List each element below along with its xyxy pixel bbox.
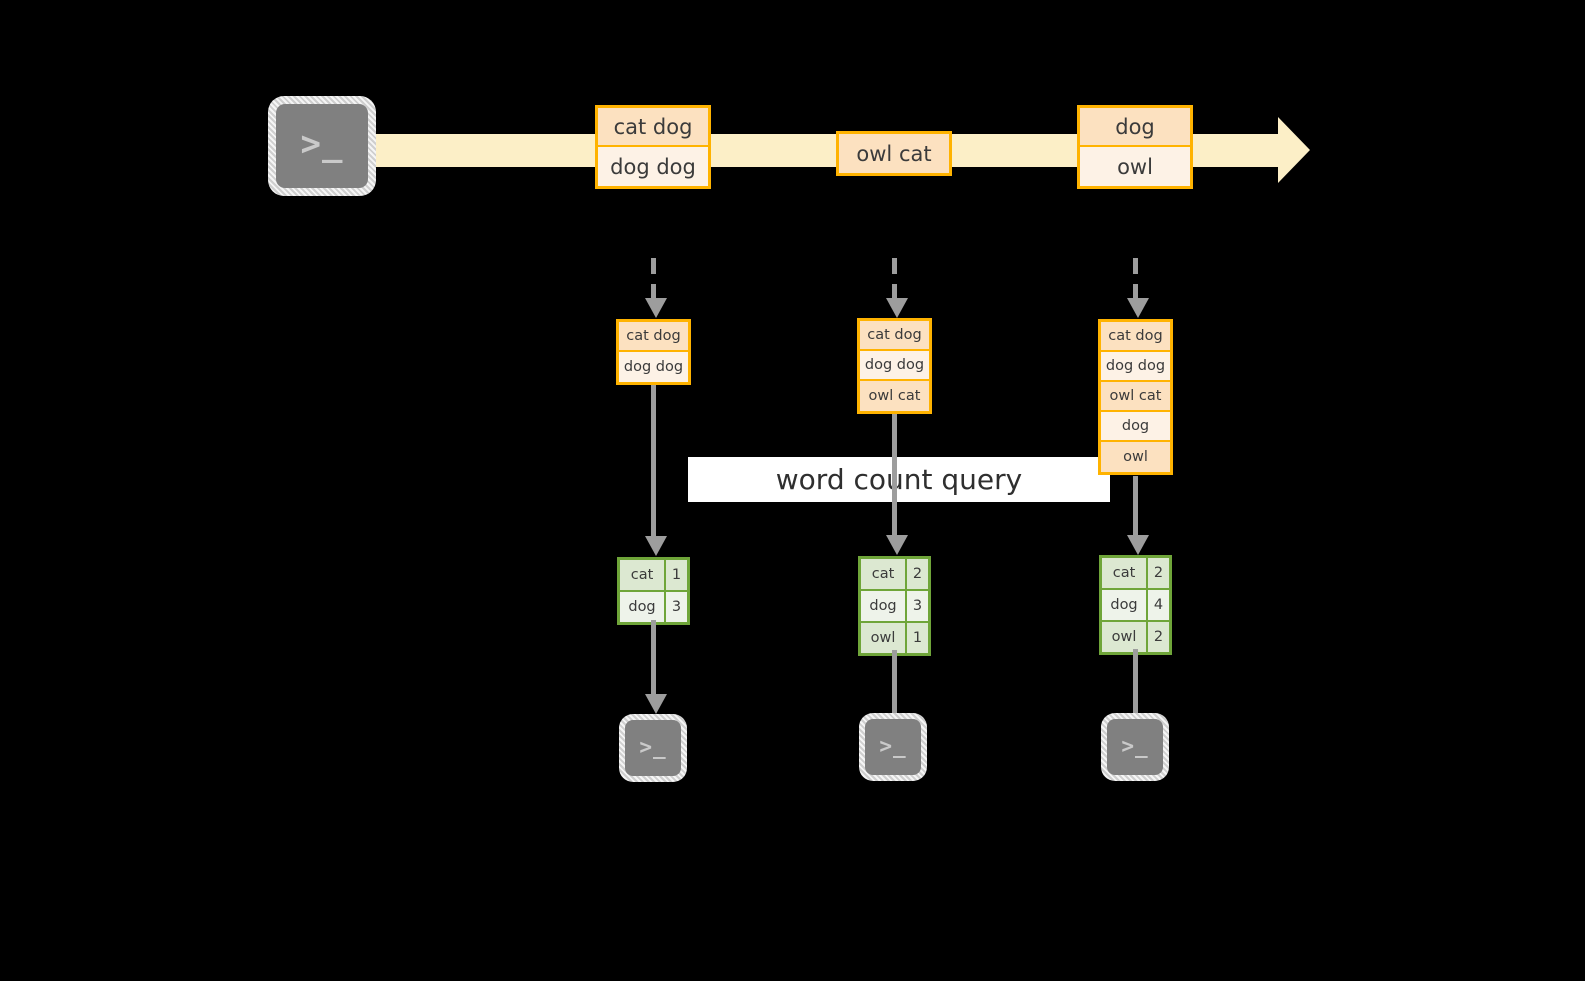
query-arrow-line-2 <box>892 414 897 537</box>
window-2-line-1: cat dog <box>860 321 929 351</box>
stream-event-3-line-2: owl <box>1080 147 1190 186</box>
window-2-line-2: dog dog <box>860 351 929 381</box>
dashed-arrow-down-icon-2 <box>892 258 897 300</box>
terminal-screen <box>865 719 921 775</box>
window-3-line-3: owl cat <box>1101 382 1170 412</box>
result-3-word-2: dog <box>1102 590 1148 620</box>
stream-event-2: owl cat <box>836 131 952 176</box>
dashed-arrow-down-head-1 <box>645 298 667 318</box>
sink-arrow-line-2 <box>892 650 897 720</box>
window-3-line-2: dog dog <box>1101 352 1170 382</box>
terminal-prompt-glyph: >_ <box>639 734 667 759</box>
terminal-prompt-glyph: >_ <box>300 124 344 164</box>
terminal-screen <box>276 104 368 188</box>
window-1-line-1: cat dog <box>619 322 688 352</box>
stream-event-3: dog owl <box>1077 105 1193 189</box>
sink-terminal-icon-1: >_ <box>619 714 687 782</box>
stream-event-1-line-2: dog dog <box>598 147 708 186</box>
result-2-word-2: dog <box>861 591 907 621</box>
result-3-word-1: cat <box>1102 558 1148 588</box>
window-3-line-1: cat dog <box>1101 322 1170 352</box>
terminal-prompt-glyph: >_ <box>1121 733 1149 758</box>
result-2-word-3: owl <box>861 623 907 653</box>
window-2-line-3: owl cat <box>860 381 929 411</box>
sink-arrow-head-1 <box>645 694 667 714</box>
table-row: dog 4 <box>1102 590 1169 622</box>
stream-arrow-right-icon <box>1278 117 1310 183</box>
query-arrow-head-2 <box>886 535 908 555</box>
result-3-count-1: 2 <box>1148 558 1169 588</box>
query-arrow-line-3 <box>1133 476 1138 537</box>
table-row: cat 2 <box>1102 558 1169 590</box>
query-arrow-head-1 <box>645 536 667 556</box>
dashed-arrow-down-head-3 <box>1127 298 1149 318</box>
result-2-count-1: 2 <box>907 559 928 589</box>
table-row: cat 2 <box>861 559 928 591</box>
table-row: dog 3 <box>620 592 687 622</box>
dashed-arrow-down-head-2 <box>886 298 908 318</box>
stream-event-1: cat dog dog dog <box>595 105 711 189</box>
result-1-count-2: 3 <box>666 592 687 622</box>
window-box-2: cat dog dog dog owl cat <box>857 318 932 414</box>
stream-event-3-line-1: dog <box>1080 108 1190 147</box>
window-3-line-4: dog <box>1101 412 1170 442</box>
window-box-1: cat dog dog dog <box>616 319 691 385</box>
source-terminal-icon: >_ <box>268 96 376 196</box>
stream-event-2-line-1: owl cat <box>839 134 949 173</box>
terminal-screen <box>1107 719 1163 775</box>
table-row: cat 1 <box>620 560 687 592</box>
query-arrow-line-1 <box>651 385 656 538</box>
result-2-count-3: 1 <box>907 623 928 653</box>
window-box-3: cat dog dog dog owl cat dog owl <box>1098 319 1173 475</box>
sink-arrow-line-1 <box>651 620 656 696</box>
query-banner-label: word count query <box>775 463 1023 496</box>
dashed-arrow-down-icon-3 <box>1133 258 1138 300</box>
terminal-screen <box>625 720 681 776</box>
result-table-1: cat 1 dog 3 <box>617 557 690 625</box>
sink-arrow-line-3 <box>1133 649 1138 719</box>
sink-terminal-icon-3: >_ <box>1101 713 1169 781</box>
result-3-word-3: owl <box>1102 622 1148 652</box>
result-table-2: cat 2 dog 3 owl 1 <box>858 556 931 656</box>
result-1-count-1: 1 <box>666 560 687 590</box>
terminal-prompt-glyph: >_ <box>879 733 907 758</box>
table-row: dog 3 <box>861 591 928 623</box>
window-3-line-5: owl <box>1101 442 1170 472</box>
dashed-arrow-down-icon-1 <box>651 258 656 300</box>
result-3-count-3: 2 <box>1148 622 1169 652</box>
result-1-word-2: dog <box>620 592 666 622</box>
query-banner: word count query <box>688 457 1110 502</box>
result-1-word-1: cat <box>620 560 666 590</box>
result-table-3: cat 2 dog 4 owl 2 <box>1099 555 1172 655</box>
sink-terminal-icon-2: >_ <box>859 713 927 781</box>
stream-event-1-line-1: cat dog <box>598 108 708 147</box>
result-3-count-2: 4 <box>1148 590 1169 620</box>
table-row: owl 2 <box>1102 622 1169 652</box>
result-2-word-1: cat <box>861 559 907 589</box>
table-row: owl 1 <box>861 623 928 653</box>
window-1-line-2: dog dog <box>619 352 688 382</box>
result-2-count-2: 3 <box>907 591 928 621</box>
query-arrow-head-3 <box>1127 535 1149 555</box>
